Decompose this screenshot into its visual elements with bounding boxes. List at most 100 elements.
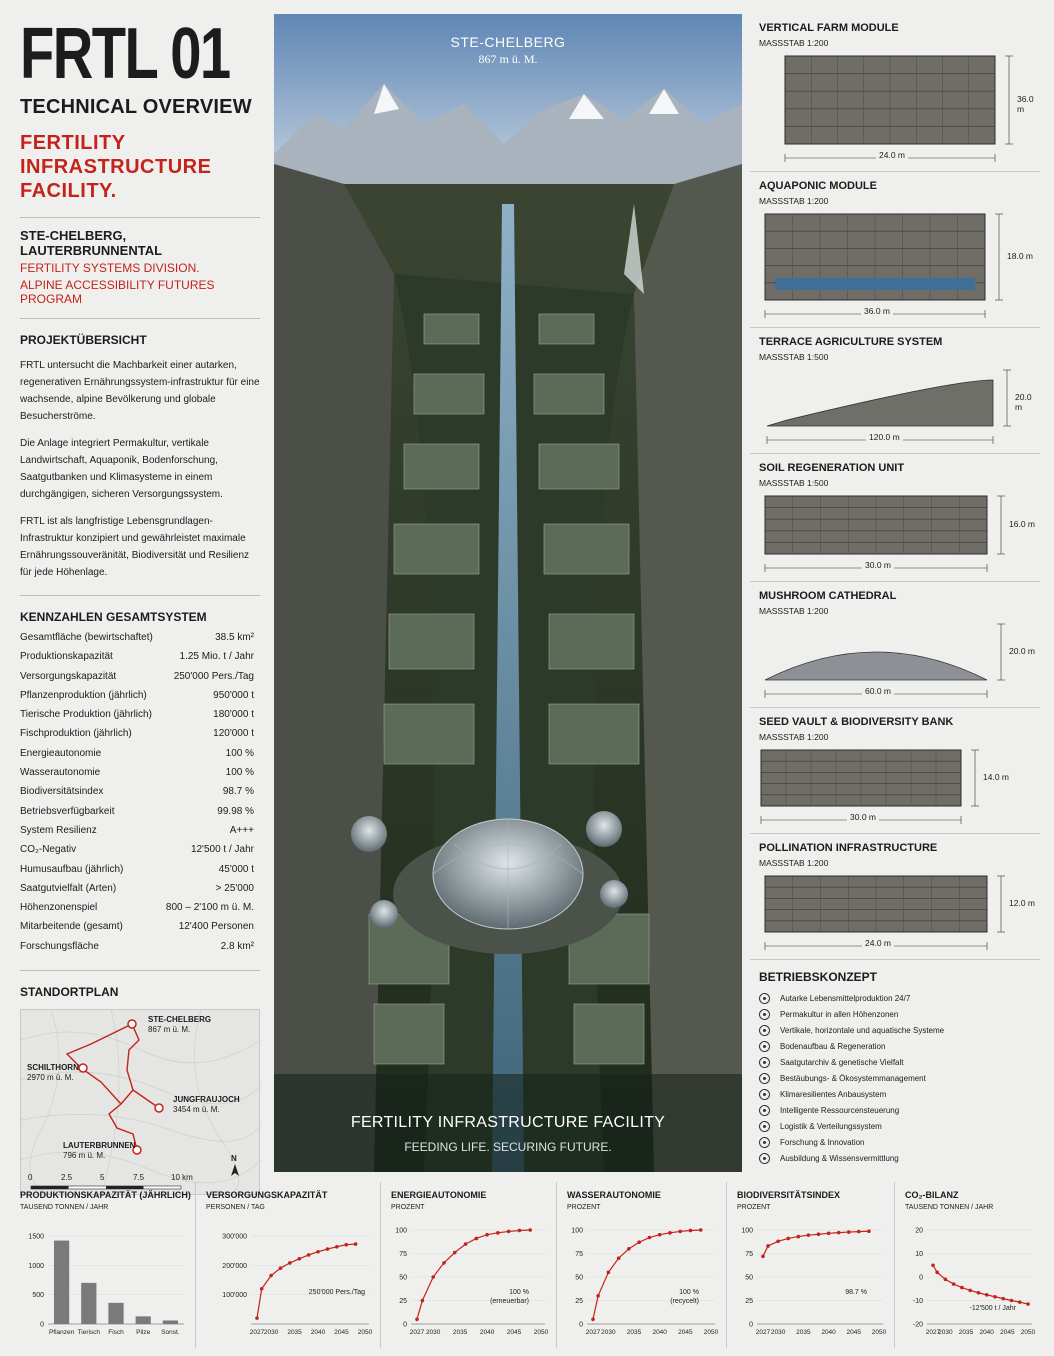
bullet-icon <box>759 1008 770 1020</box>
kennzahl-label: CO₂-Negativ <box>20 844 77 856</box>
kennzahl-row: Betriebsverfügbarkeit 99.98 % <box>20 802 260 821</box>
betrieb-item-label: Permakultur in allen Höhenzonen <box>780 1009 899 1019</box>
divider <box>20 595 260 596</box>
data-point <box>688 1228 693 1233</box>
module-scale: MASSSTAB 1:500 <box>759 352 829 362</box>
chart-subtitle: PROZENT <box>567 1204 601 1211</box>
y-tick-label: 0 <box>919 1275 923 1282</box>
data-point <box>867 1229 871 1234</box>
scale-label: 0 <box>28 1173 33 1183</box>
module-title: SOIL REGENERATION UNIT <box>759 462 905 474</box>
module-scale: MASSSTAB 1:200 <box>759 732 829 742</box>
module-card: SEED VAULT & BIODIVERSITY BANK MASSSTAB … <box>750 708 1040 834</box>
betrieb-item-label: Autarke Lebensmittelproduktion 24/7 <box>780 993 911 1003</box>
y-tick-label: 25 <box>399 1298 407 1305</box>
y-tick-label: 0 <box>40 1322 44 1329</box>
module-scale: MASSSTAB 1:200 <box>759 38 829 48</box>
overview-paragraph: FRTL ist als langfristige Lebensgrundlag… <box>20 516 250 578</box>
data-point <box>761 1254 765 1259</box>
tagline-line: FERTILITY <box>20 132 126 154</box>
kennzahl-row: Pflanzenproduktion (jährlich)950'000 t <box>20 686 260 705</box>
betrieb-item: Bestäubungs- & Ökosystemmanagement <box>759 1070 1040 1086</box>
module-scale: MASSSTAB 1:200 <box>759 196 829 206</box>
y-tick-label: -10 <box>913 1298 923 1305</box>
y-tick-label: 50 <box>745 1275 753 1282</box>
module-card: SOIL REGENERATION UNIT MASSSTAB 1:500 30… <box>750 454 1040 582</box>
data-point <box>616 1256 621 1260</box>
chart-annotation: -12'500 t / Jahr <box>970 1305 1017 1312</box>
bar <box>53 1240 70 1324</box>
x-tick-label: Tierisch <box>78 1329 101 1336</box>
bullet-icon <box>759 1024 770 1036</box>
hero-illustration <box>274 14 742 1172</box>
betrieb-item: Forschung & Innovation <box>759 1134 1040 1150</box>
betrieb-item: Ausbildung & Wissensvermittlung <box>759 1150 1040 1166</box>
module-title: TERRACE AGRICULTURE SYSTEM <box>759 336 943 348</box>
x-tick-label: 2030 <box>426 1329 441 1336</box>
kennzahl-value: 45'000 t <box>218 863 254 875</box>
bullet-icon <box>759 1152 770 1164</box>
y-tick-label: 20 <box>915 1228 923 1235</box>
data-point <box>1017 1300 1022 1304</box>
betrieb-item-label: Saatgutarchiv & genetische Vielfalt <box>780 1057 904 1067</box>
x-tick-label: 2040 <box>979 1329 994 1336</box>
bullet-icon <box>759 1136 770 1148</box>
betrieb-item: Logistik & Verteilungssystem <box>759 1118 1040 1134</box>
overview-paragraph: FRTL untersucht die Machbarkeit einer au… <box>20 360 260 422</box>
module-card: TERRACE AGRICULTURE SYSTEM MASSSTAB 1:50… <box>750 328 1040 454</box>
x-tick-label: 2050 <box>1021 1329 1036 1336</box>
data-point <box>857 1229 861 1234</box>
module-width: 36.0 m <box>861 306 893 316</box>
x-tick-label: 2050 <box>534 1329 549 1336</box>
chart-subtitle: TAUSEND TONNEN / JAHR <box>20 1204 109 1211</box>
data-point <box>647 1235 652 1240</box>
kennzahl-value: 99.98 % <box>217 805 254 817</box>
y-tick-label: 1000 <box>28 1263 44 1270</box>
data-point <box>517 1228 522 1233</box>
data-point <box>931 1263 935 1268</box>
data-point <box>420 1298 425 1303</box>
module-width: 30.0 m <box>847 812 879 822</box>
scale-label: 7.5 <box>133 1173 145 1183</box>
x-tick-label: 2045 <box>507 1329 522 1336</box>
chart-annotation: 100 % <box>509 1289 529 1296</box>
hero-place: STE-CHELBERG <box>450 34 566 50</box>
chart-annotation: 250'000 Pers./Tag <box>309 1289 365 1296</box>
x-tick-label: 2027 <box>410 1329 425 1336</box>
data-point <box>344 1242 349 1247</box>
module-card: POLLINATION INFRASTRUCTURE MASSSTAB 1:20… <box>750 834 1040 960</box>
y-tick-label: 50 <box>575 1275 583 1282</box>
page-title: FRTL 01 <box>20 14 231 94</box>
betrieb-item-label: Vertikale, horizontale und aquatische Sy… <box>780 1025 945 1035</box>
data-point <box>698 1228 703 1232</box>
y-tick-label: 75 <box>745 1251 753 1258</box>
module-width: 60.0 m <box>862 686 894 696</box>
x-tick-label: 2030 <box>938 1329 953 1336</box>
kennzahl-label: Pflanzenproduktion (jährlich) <box>20 689 147 701</box>
bullet-icon <box>759 1072 770 1084</box>
kennzahl-value: 12'400 Personen <box>178 921 254 933</box>
kennzahl-label: Betriebsverfügbarkeit <box>20 805 115 817</box>
data-point <box>306 1253 311 1257</box>
data-point <box>960 1285 964 1290</box>
y-tick-label: 100 <box>741 1228 753 1235</box>
x-tick-label: 2040 <box>652 1329 667 1336</box>
betrieb-item-label: Klimaresilientes Anbausystem <box>780 1089 887 1099</box>
data-point <box>816 1232 821 1237</box>
series-line <box>592 1229 701 1320</box>
module-drawing <box>764 495 1005 572</box>
betrieb-item-label: Bestäubungs- & Ökosystemmanagement <box>780 1073 926 1083</box>
x-tick-label: 2035 <box>453 1329 468 1336</box>
data-point <box>806 1233 811 1237</box>
